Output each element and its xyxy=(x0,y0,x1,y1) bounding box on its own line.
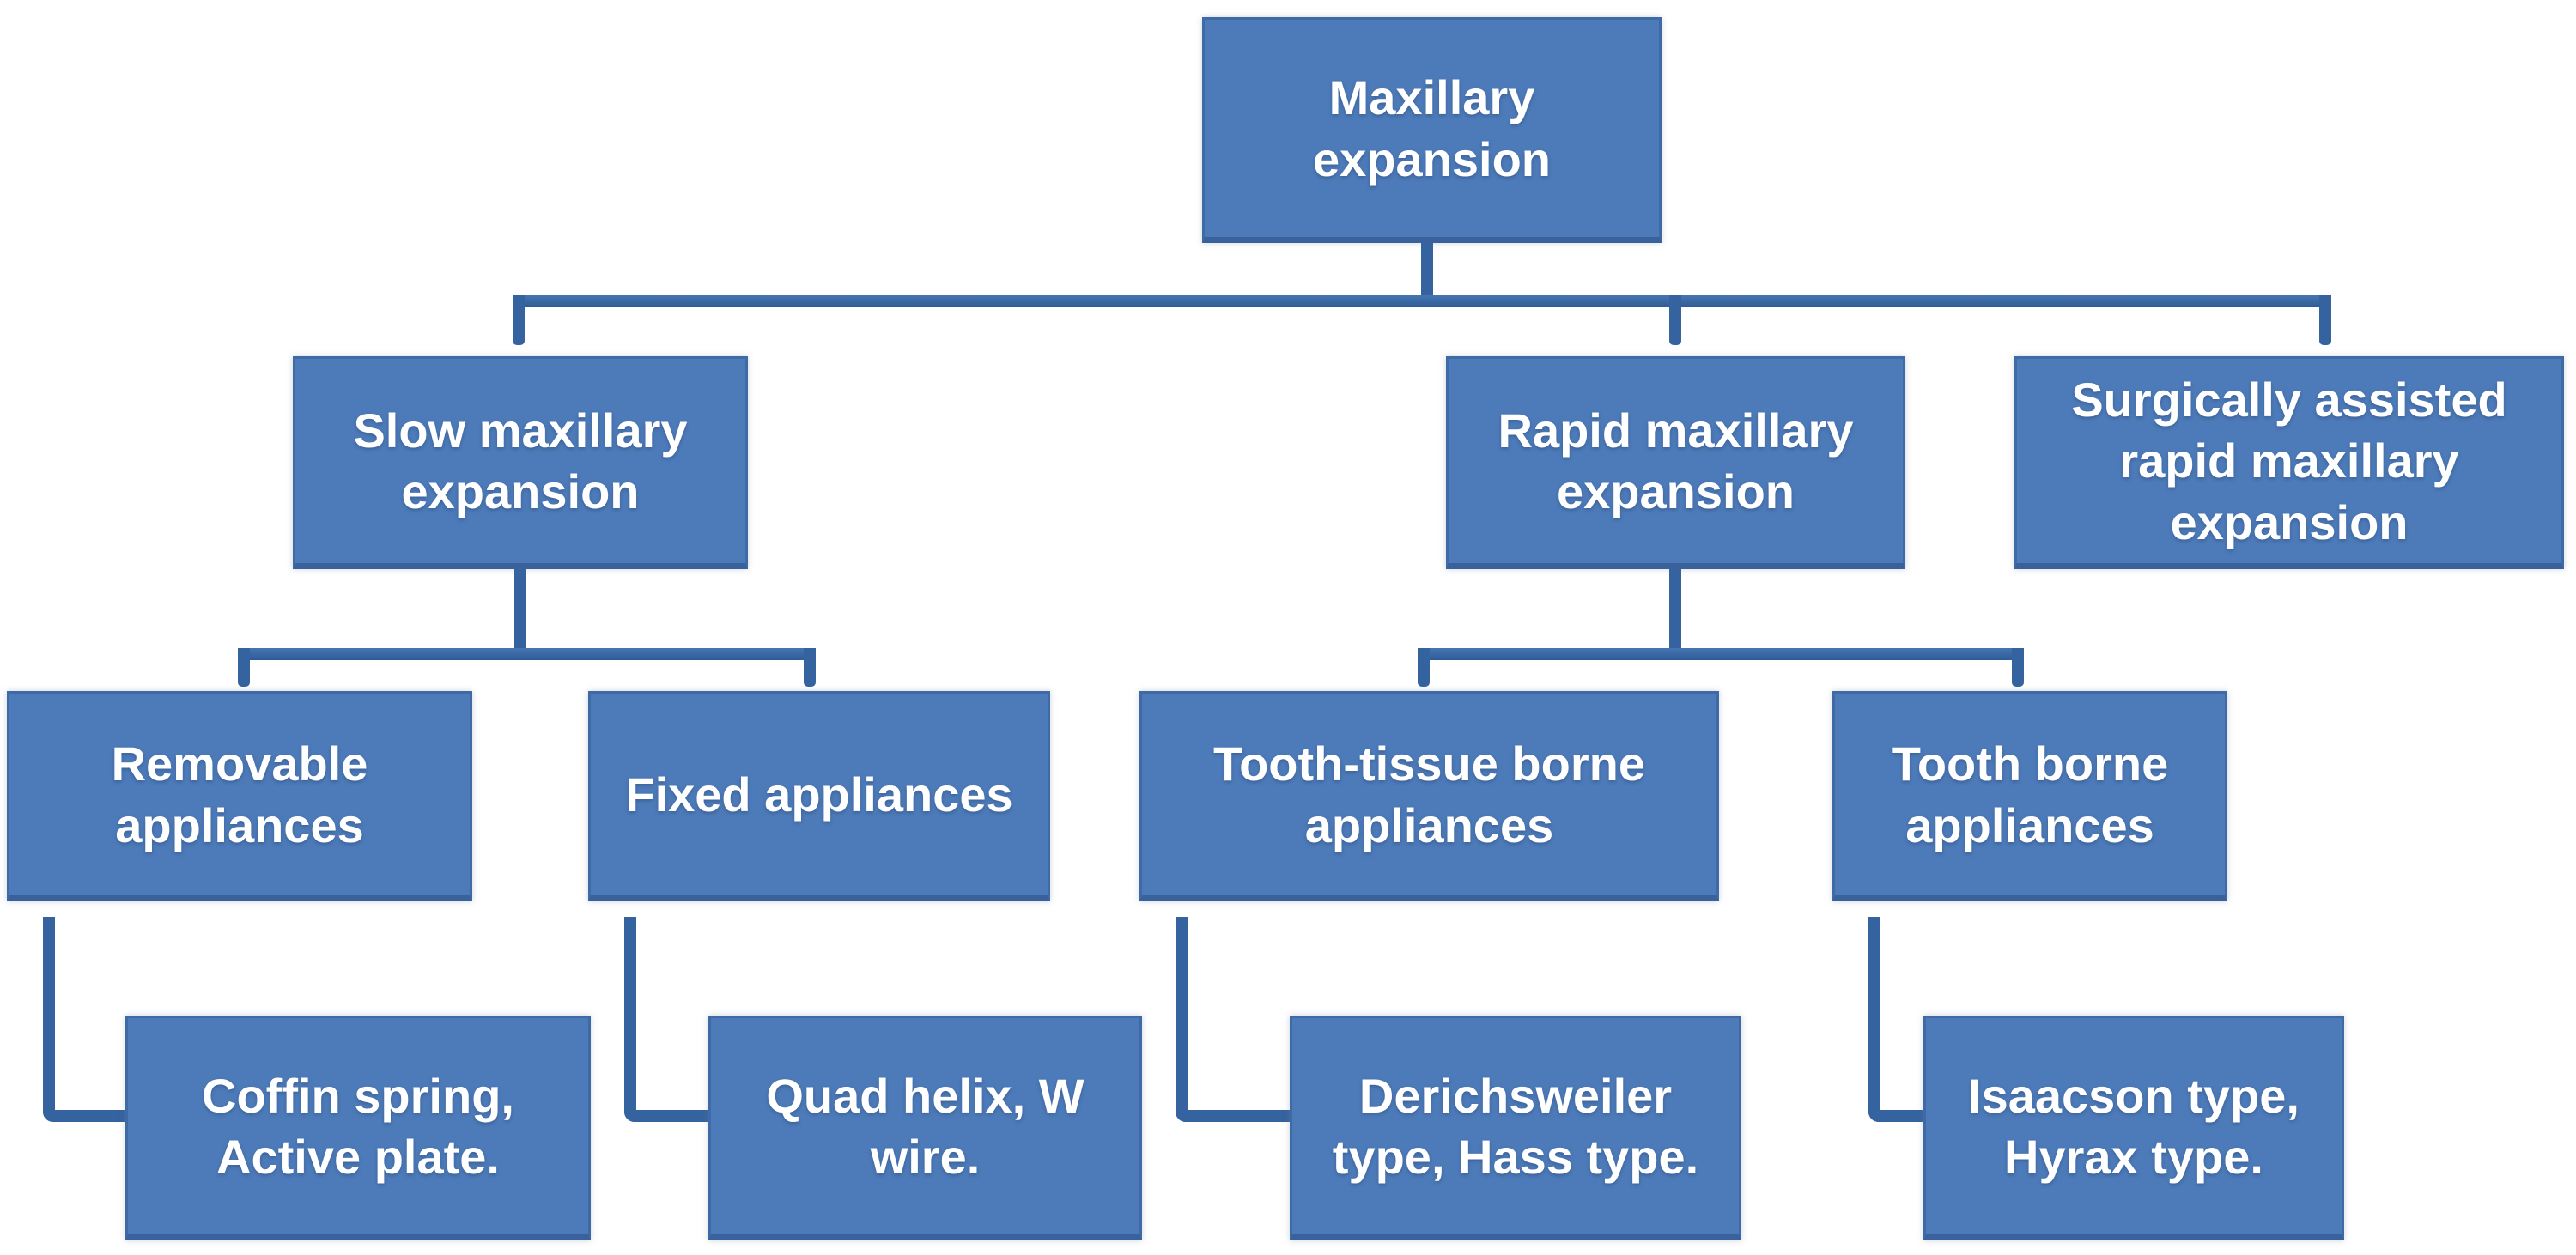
node-isaacson-hyrax-type: Isaacson type, Hyrax type. xyxy=(1923,1016,2344,1240)
node-rapid-maxillary-expansion: Rapid maxillary expansion xyxy=(1446,356,1905,569)
node-tooth-tissue-borne-appliances: Tooth-tissue borne appliances xyxy=(1139,691,1719,901)
connector-rapid-stub xyxy=(1669,569,1681,651)
connector-root-stub xyxy=(1421,243,1433,298)
node-quad-helix-w-wire: Quad helix, W wire. xyxy=(708,1016,1142,1240)
connector-rapid-drop-left xyxy=(1418,648,1430,687)
node-derichsweiler-hass-type: Derichsweiler type, Hass type. xyxy=(1290,1016,1741,1240)
connector-root-drop-right xyxy=(2319,295,2331,345)
connector-root-drop-left xyxy=(513,295,525,345)
connector-slow-stub xyxy=(514,569,526,651)
connector-elbow-removable xyxy=(43,917,125,1122)
connector-root-bar xyxy=(513,295,2331,307)
connector-slow-drop-left xyxy=(238,648,250,687)
node-tooth-borne-appliances: Tooth borne appliances xyxy=(1832,691,2227,901)
connector-slow-drop-right xyxy=(804,648,816,687)
connector-elbow-tooth-borne xyxy=(1868,917,1923,1122)
node-slow-maxillary-expansion: Slow maxillary expansion xyxy=(293,356,748,569)
node-fixed-appliances: Fixed appliances xyxy=(588,691,1050,901)
connector-elbow-tooth-tissue xyxy=(1176,917,1290,1122)
connector-root-drop-middle xyxy=(1669,295,1681,345)
connector-rapid-bar xyxy=(1418,648,2024,660)
node-coffin-spring-active-plate: Coffin spring, Active plate. xyxy=(125,1016,591,1240)
connector-slow-bar xyxy=(238,648,816,660)
node-removable-appliances: Removable appliances xyxy=(7,691,472,901)
node-surgically-assisted-rapid-maxillary-expansion: Surgically assisted rapid maxillary expa… xyxy=(2014,356,2564,569)
connector-elbow-fixed xyxy=(624,917,708,1122)
connector-rapid-drop-right xyxy=(2012,648,2024,687)
node-maxillary-expansion: Maxillary expansion xyxy=(1202,17,1662,243)
